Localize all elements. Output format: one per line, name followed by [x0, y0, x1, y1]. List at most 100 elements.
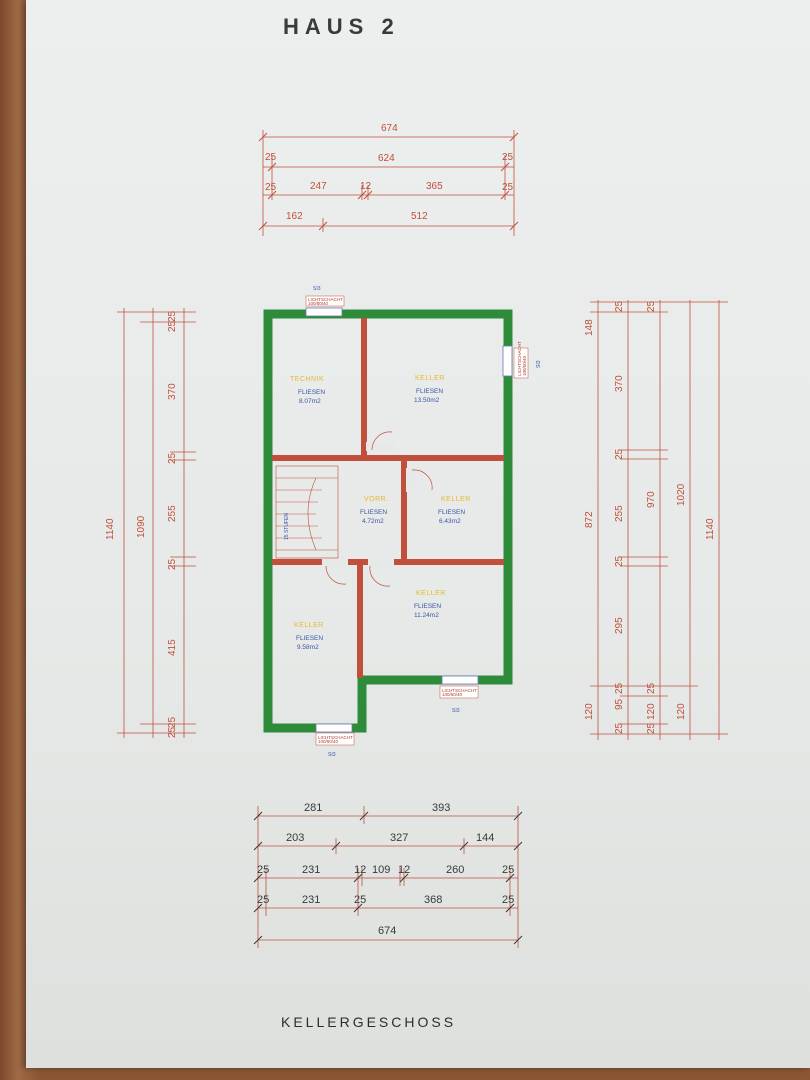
top-dim-overall: 674 — [381, 123, 398, 134]
left-dimension-chains — [117, 308, 196, 738]
left-dim-segment: 25 — [167, 310, 178, 322]
bottom-dim-overall: 674 — [378, 925, 396, 937]
paper-sheet — [26, 0, 810, 1068]
left-dim-segment: 25 — [167, 716, 178, 728]
top-dim-label: 25 — [502, 182, 514, 193]
right-dim-c1: 120 — [584, 703, 595, 720]
left-dim-segment: 25 — [167, 452, 178, 464]
bottom-dim-label: 231 — [302, 894, 320, 906]
level-mark: SI3 — [313, 286, 321, 292]
top-dimension-chains — [262, 130, 515, 236]
room-name: TECHNIK — [290, 376, 324, 383]
right-dim-c2: 25 — [614, 722, 625, 734]
top-dim-label: 25 — [502, 152, 514, 163]
windows — [305, 307, 513, 733]
top-dim-label: 247 — [310, 181, 327, 192]
bottom-dim-label: 25 — [502, 864, 514, 876]
left-dim-segment: 25 — [167, 320, 178, 332]
bottom-dim-label: 12 — [398, 864, 410, 876]
bottom-dim-label: 281 — [304, 802, 322, 814]
window-tag-label: LICHTSCHACHT — [318, 735, 353, 740]
bottom-dim-ticks — [253, 811, 523, 945]
window-tag-label: LICHTSCHACHT — [517, 341, 522, 376]
top-dim-label: 25 — [265, 182, 277, 193]
top-dim-label: 162 — [286, 211, 303, 222]
room-floor: FLIESEN — [360, 509, 387, 516]
bottom-dim-label: 231 — [302, 864, 320, 876]
level-mark: SI3 — [328, 752, 336, 758]
top-dim-ticks — [258, 132, 519, 231]
room-area: 6.43m2 — [439, 518, 461, 525]
bottom-dim-label: 393 — [432, 802, 450, 814]
top-dim-label: 624 — [378, 153, 395, 164]
right-dim-c2: 25 — [614, 448, 625, 460]
bottom-dim-label: 109 — [372, 864, 390, 876]
left-dim-segment: 25 — [167, 726, 178, 738]
level-mark: SI3 — [536, 360, 542, 368]
window-tag-label: LICHTSCHACHT — [442, 688, 477, 693]
top-dim-label: 12 — [360, 181, 372, 192]
bottom-dim-label: 203 — [286, 832, 304, 844]
bottom-dim-label: 368 — [424, 894, 442, 906]
window-size-label: 100/50/40 — [522, 355, 527, 376]
left-dim-segment: 370 — [167, 383, 178, 400]
room-name: KELLER — [294, 622, 324, 629]
right-dim-c3: 25 — [646, 682, 657, 694]
level-mark: SI3 — [452, 708, 460, 714]
door-swings — [325, 431, 433, 587]
room-floor: FLIESEN — [296, 635, 323, 642]
window-size-label: 100/50/40 — [442, 692, 463, 697]
window-tags — [305, 295, 529, 746]
bottom-dim-label: 12 — [354, 864, 366, 876]
left-dim-segment: 25 — [167, 558, 178, 570]
right-dim-c4: 1020 — [676, 483, 687, 506]
room-area: 4.72m2 — [362, 518, 384, 525]
right-dim-c1: 148 — [584, 319, 595, 336]
room-floor: FLIESEN — [416, 388, 443, 395]
bottom-dim-label: 25 — [502, 894, 514, 906]
right-dim-c2: 95 — [614, 698, 625, 710]
room-area: 9.58m2 — [297, 644, 319, 651]
left-dim-second: 1090 — [136, 515, 147, 538]
left-dim-segment: 255 — [167, 505, 178, 522]
right-dim-c2: 25 — [614, 300, 625, 312]
bottom-dim-label: 25 — [257, 894, 269, 906]
room-floor: FLIESEN — [414, 603, 441, 610]
right-dim-c3: 25 — [646, 300, 657, 312]
top-dim-label: 365 — [426, 181, 443, 192]
bottom-dim-label: 327 — [390, 832, 408, 844]
room-floor: FLIESEN — [438, 509, 465, 516]
left-dim-overall: 1140 — [105, 518, 116, 540]
window-tag-label: LICHTSCHACHT — [308, 297, 343, 302]
right-dim-c2: 370 — [614, 375, 625, 392]
door-openings — [322, 442, 415, 566]
room-area: 13.50m2 — [414, 397, 440, 404]
right-dim-c5: 1140 — [705, 518, 716, 540]
left-dim-segment: 415 — [167, 639, 178, 656]
room-name: KELLER — [415, 375, 445, 382]
right-dim-c2: 25 — [614, 555, 625, 567]
staircase — [275, 465, 339, 559]
right-dimension-chains — [590, 300, 728, 740]
bottom-dim-label: 260 — [446, 864, 464, 876]
room-area: 8.07m2 — [299, 398, 321, 405]
room-area: 11.24m2 — [414, 612, 439, 619]
right-dim-c2: 295 — [614, 617, 625, 634]
right-dim-c3: 25 — [646, 722, 657, 734]
right-dim-small: 120 — [676, 703, 687, 720]
room-name: VORR. — [364, 496, 389, 503]
bottom-dim-label: 25 — [354, 894, 366, 906]
room-name: KELLER — [416, 590, 446, 597]
stair-label: 15 STUFEN — [284, 513, 290, 540]
window-size-label: 100/50/40 — [318, 739, 339, 744]
top-dim-label: 512 — [411, 211, 428, 222]
right-dim-c2: 25 — [614, 682, 625, 694]
drawing-caption: KELLERGESCHOSS — [281, 1014, 457, 1030]
room-floor: FLIESEN — [298, 389, 325, 396]
room-name: KELLER — [441, 496, 471, 503]
bottom-dim-label: 25 — [257, 864, 269, 876]
top-dim-label: 25 — [265, 152, 277, 163]
bottom-dim-label: 144 — [476, 832, 494, 844]
right-dim-c1: 872 — [584, 511, 595, 528]
